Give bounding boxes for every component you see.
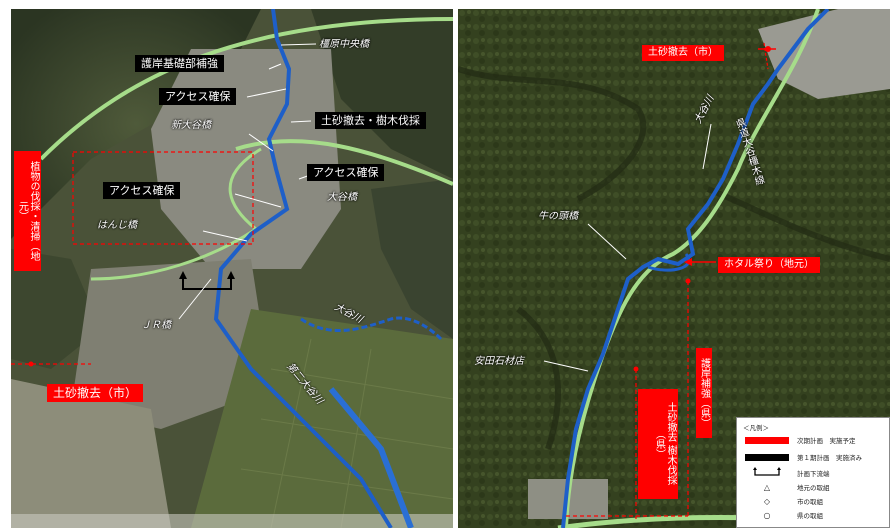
road: [235, 139, 453, 186]
road: [564, 9, 820, 528]
left-aerial-map: 橿原中央橋 護岸基礎部補強 アクセス確保 土砂撤去・樹木伐採 新大谷橋 アクセス…: [11, 9, 453, 528]
canal: [328, 387, 414, 528]
kashihara-chuo-bridge-label: 橿原中央橋: [319, 39, 369, 50]
legend-title: ＜凡例＞: [743, 424, 769, 432]
sediment-tree-label: 土砂撤去・樹木伐採: [315, 112, 426, 129]
black-swatch: [745, 453, 789, 461]
map-legend: ＜凡例＞ 次期計画 実施予定 第１期計画 実施済み 計画下流端 △ 地元の取組 …: [736, 417, 890, 528]
sediment-city-label-right: 土砂撤去（市）: [642, 45, 724, 61]
triangle-icon: △: [763, 482, 771, 492]
circle-icon: ○: [763, 510, 771, 520]
right-aerial-map: 土砂撤去（市） 大谷川 県道大谷橿木線 牛の頭橋 ホタル祭り（地元） 安田石材店…: [458, 9, 890, 528]
plan-area-outline: [72, 151, 254, 245]
shin-otani-bridge-label: 新大谷橋: [171, 120, 211, 131]
quarry-area: [758, 9, 890, 99]
legend-city-label: 市の取組: [797, 498, 823, 506]
firefly-festival-label: ホタル祭り（地元）: [718, 257, 820, 273]
revetment-pref-label: 護岸補強（県）: [696, 348, 712, 438]
legend-local-label: 地元の取組: [797, 484, 830, 492]
access-label-3: アクセス確保: [103, 182, 181, 199]
downstream-marker: [182, 277, 232, 290]
legend-row-pref: ○ 県の取組: [745, 510, 824, 521]
legend-first-plan-label: 第１期計画 実施済み: [797, 454, 862, 462]
forest-area: [371, 179, 453, 339]
ushinokashira-bridge-label: 牛の頭橋: [538, 211, 578, 222]
revetment-work-label: 護岸基礎部補強: [135, 55, 224, 72]
legend-row-next-plan: 次期計画 実施予定: [745, 435, 856, 445]
jr-bridge-label: ＪＲ橋: [141, 320, 171, 331]
legend-row-city: ◇ 市の取組: [745, 496, 823, 507]
access-label-2: アクセス確保: [307, 164, 385, 181]
river: [561, 9, 830, 528]
hanji-bridge-label: はんじ橋: [97, 220, 137, 231]
legend-pref-label: 県の取組: [797, 512, 823, 520]
forest-area: [311, 9, 453, 179]
yasuda-stone-shop-label: 安田石材店: [474, 356, 524, 367]
downstream-bracket-icon: [745, 467, 789, 479]
forest-area: [11, 249, 101, 369]
sediment-city-label-left: 土砂撤去（市）: [47, 384, 144, 402]
otani-bridge-label: 大谷橋: [327, 192, 357, 203]
legend-next-plan-label: 次期計画 実施予定: [797, 437, 856, 445]
access-label-1: アクセス確保: [159, 88, 237, 105]
legend-row-first-plan: 第１期計画 実施済み: [745, 452, 862, 462]
left-map-graphics: [11, 9, 453, 528]
legend-downstream-label: 計画下流端: [797, 470, 830, 478]
legend-row-local: △ 地元の取組: [745, 482, 830, 493]
diamond-icon: ◇: [763, 496, 771, 506]
sediment-tree-pref-label: 土砂撤去 樹木伐採（県）: [638, 389, 678, 499]
river-branch: [300, 316, 443, 341]
red-swatch: [745, 436, 789, 444]
river: [213, 9, 393, 528]
plant-cleanup-label: 植物の伐採・清掃（地元）: [14, 151, 41, 271]
urban-area: [11, 379, 171, 528]
legend-row-downstream: 計画下流端: [745, 467, 830, 479]
